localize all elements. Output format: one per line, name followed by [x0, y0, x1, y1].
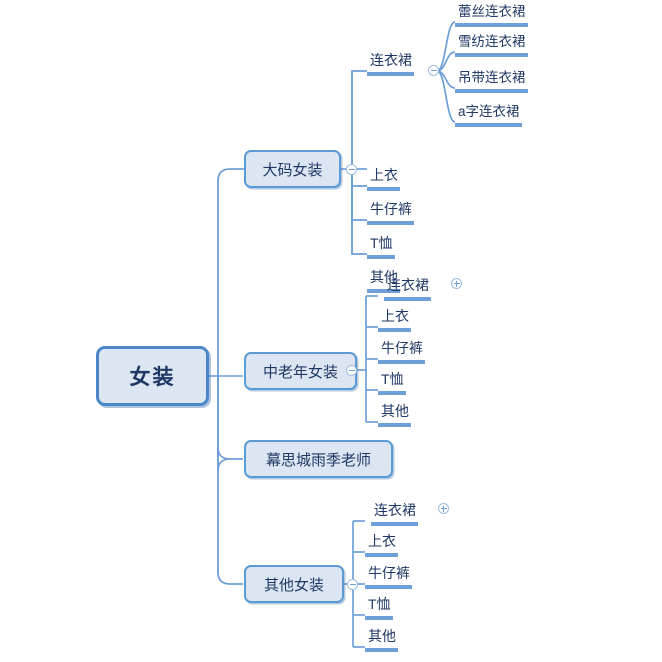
node-label: 上衣 — [368, 533, 396, 549]
node-label: 上衣 — [370, 167, 398, 183]
node-musicheng-teacher[interactable]: 幕思城雨季老师 — [244, 440, 393, 478]
root-node-label: 女装 — [129, 366, 176, 389]
node-label: 牛仔裤 — [381, 340, 423, 356]
node-label: 其他女装 — [263, 576, 324, 594]
node-plus-size-women[interactable]: 大码女装 — [244, 150, 341, 188]
node-label: 其他 — [381, 403, 409, 419]
node-label: 连衣裙 — [370, 52, 412, 68]
node-dress-other-women[interactable]: 连衣裙 — [371, 502, 418, 526]
node-dress-plus-size[interactable]: 连衣裙 — [367, 52, 414, 76]
node-label: T恤 — [370, 235, 393, 251]
node-tops-plus-size[interactable]: 上衣 — [367, 167, 400, 191]
node-dress-middle-aged[interactable]: 连衣裙 — [384, 277, 431, 301]
node-label: 雪纺连衣裙 — [458, 34, 526, 49]
node-chiffon-dress[interactable]: 雪纺连衣裙 — [455, 33, 528, 57]
node-label: 连衣裙 — [387, 277, 429, 293]
collapse-toggle-plus-size-women[interactable] — [346, 164, 357, 175]
node-jeans-other-women[interactable]: 牛仔裤 — [365, 565, 412, 589]
node-lace-dress[interactable]: 蕾丝连衣裙 — [455, 3, 528, 27]
node-label: 牛仔裤 — [368, 565, 410, 581]
node-other-women[interactable]: 其他女装 — [244, 565, 344, 603]
node-label: T恤 — [368, 596, 391, 612]
node-tops-middle-aged[interactable]: 上衣 — [378, 308, 411, 332]
collapse-toggle-middle-aged-women[interactable] — [346, 365, 357, 376]
node-strap-dress[interactable]: 吊带连衣裙 — [455, 69, 528, 93]
node-other-other-women[interactable]: 其他 — [365, 628, 398, 652]
node-label: a字连衣裙 — [458, 104, 520, 119]
node-middle-aged-women[interactable]: 中老年女装 — [244, 352, 357, 390]
node-jeans-plus-size[interactable]: 牛仔裤 — [367, 201, 414, 225]
node-tshirt-plus-size[interactable]: T恤 — [367, 235, 395, 259]
node-label: 连衣裙 — [374, 502, 416, 518]
collapse-toggle-dress-plus-size[interactable] — [428, 65, 439, 76]
node-label: 吊带连衣裙 — [458, 70, 526, 85]
node-label: 上衣 — [381, 308, 409, 324]
node-other-middle-aged[interactable]: 其他 — [378, 403, 411, 427]
node-tops-other-women[interactable]: 上衣 — [365, 533, 398, 557]
collapse-toggle-other-women[interactable] — [347, 579, 358, 590]
node-label: 牛仔裤 — [370, 201, 412, 217]
root-node-women-clothing[interactable]: 女装 — [96, 346, 209, 406]
node-label: T恤 — [381, 371, 404, 387]
node-label: 其他 — [368, 628, 396, 644]
node-label: 蕾丝连衣裙 — [458, 4, 526, 19]
expand-toggle-dress-other-women[interactable] — [438, 503, 449, 514]
node-tshirt-other-women[interactable]: T恤 — [365, 596, 393, 620]
node-tshirt-middle-aged[interactable]: T恤 — [378, 371, 406, 395]
node-other-plus-size[interactable]: 其他 — [367, 269, 400, 293]
node-label: 大码女装 — [262, 161, 323, 179]
node-label: 幕思城雨季老师 — [265, 451, 371, 469]
node-label: 其他 — [370, 269, 398, 285]
node-label: 中老年女装 — [262, 363, 338, 381]
expand-toggle-dress-middle-aged[interactable] — [451, 278, 462, 289]
node-jeans-middle-aged[interactable]: 牛仔裤 — [378, 340, 425, 364]
node-aline-dress[interactable]: a字连衣裙 — [455, 103, 522, 127]
